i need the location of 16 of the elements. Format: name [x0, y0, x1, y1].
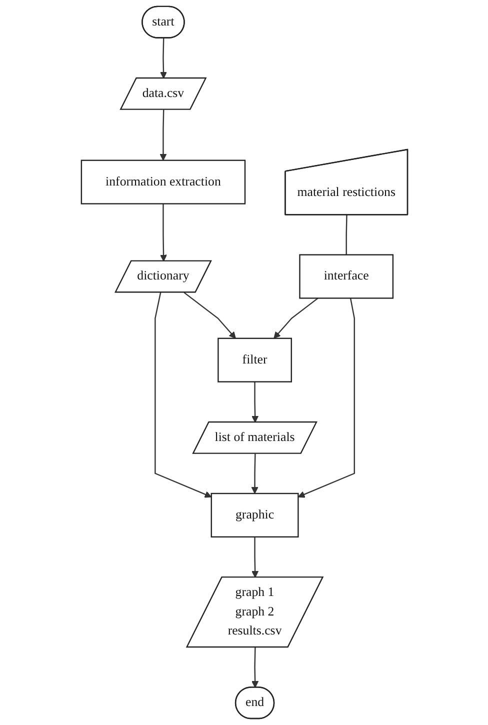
- arrow: [297, 298, 355, 498]
- connector: [345, 215, 347, 255]
- arrow: [251, 536, 258, 578]
- arrow: [183, 292, 236, 339]
- arrow: [159, 110, 166, 161]
- arrow: [250, 454, 258, 494]
- node-box: filter: [217, 338, 292, 382]
- node-box: interface: [298, 254, 394, 299]
- node-box: graphic: [210, 492, 298, 538]
- arrow: [251, 382, 258, 423]
- node-box: information extraction: [80, 160, 246, 204]
- arrow: [154, 292, 212, 498]
- arrow: [159, 38, 167, 79]
- arrow: [251, 647, 258, 688]
- arrow: [160, 204, 167, 262]
- arrow: [273, 298, 318, 339]
